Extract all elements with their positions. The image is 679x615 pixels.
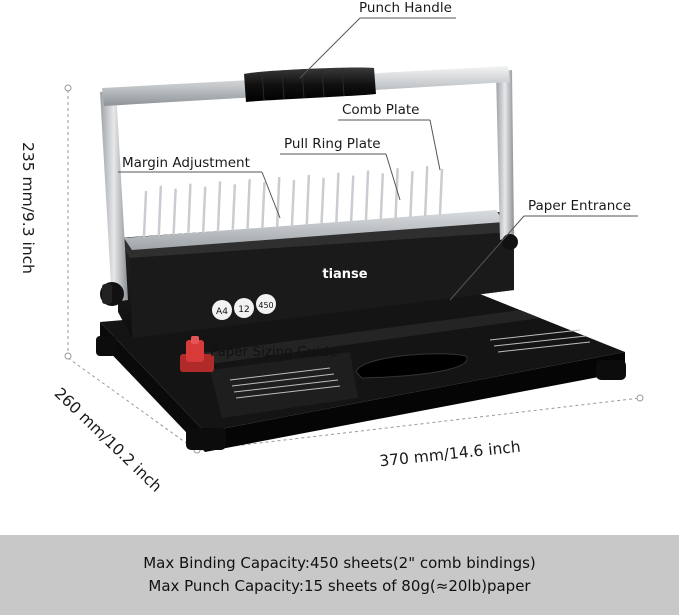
- callout-pull-ring-plate: Pull Ring Plate: [284, 136, 381, 152]
- capacity-badges: A4 12 450: [212, 294, 276, 320]
- punch-handle: [102, 66, 510, 106]
- comb-tooth: [231, 184, 237, 231]
- comb-tooth: [216, 181, 222, 232]
- dimension-lines: [67, 90, 641, 451]
- comb-tooth: [246, 179, 251, 230]
- callout-margin-adjustment: Margin Adjustment: [122, 155, 250, 171]
- comb-tooth: [187, 183, 192, 234]
- comb-plate: [124, 165, 504, 250]
- paper-sizing-knob: [180, 336, 214, 372]
- comb-tooth: [275, 176, 281, 228]
- comb-tooth: [438, 168, 444, 216]
- binding-capacity-text: Max Binding Capacity:450 sheets(2" comb …: [143, 554, 536, 572]
- callout-comb-plate: Comb Plate: [342, 102, 420, 118]
- comb-tooth: [364, 170, 370, 221]
- side-arms: [100, 70, 518, 306]
- badge-a4: A4: [216, 307, 228, 317]
- callout-paper-entrance: Paper Entrance: [528, 198, 632, 214]
- brand-logo: tianse: [322, 267, 367, 282]
- comb-tooth: [423, 165, 429, 217]
- comb-tooth: [290, 179, 296, 227]
- binding-machine-illustration: A4 12 450 tianse: [64, 17, 644, 454]
- comb-tooth: [261, 181, 266, 229]
- callout-punch-handle: Punch Handle: [359, 0, 452, 16]
- comb-tooth: [142, 190, 148, 238]
- capacity-footer: Max Binding Capacity:450 sheets(2" comb …: [0, 535, 679, 615]
- comb-tooth: [335, 172, 340, 223]
- comb-tooth: [201, 186, 207, 233]
- dimension-height: 235 mm/9.3 inch: [19, 142, 37, 274]
- comb-tooth: [349, 175, 355, 222]
- badge-12: 12: [238, 305, 249, 315]
- comb-tooth: [157, 185, 163, 237]
- comb-tooth: [320, 177, 325, 225]
- comb-tooth: [172, 188, 177, 236]
- comb-tooth: [379, 173, 385, 220]
- comb-tooth: [409, 170, 414, 218]
- punch-capacity-text: Max Punch Capacity:15 sheets of 80g(≈20l…: [148, 577, 531, 595]
- callout-lines: [118, 17, 638, 301]
- comb-tooth: [305, 174, 311, 226]
- product-image: A4 12 450 tianse: [19, 0, 644, 496]
- comb-tooth: [394, 168, 399, 219]
- badge-450: 450: [258, 301, 273, 310]
- callout-paper-sizing-guide: Paper Sizing Guide: [210, 344, 337, 360]
